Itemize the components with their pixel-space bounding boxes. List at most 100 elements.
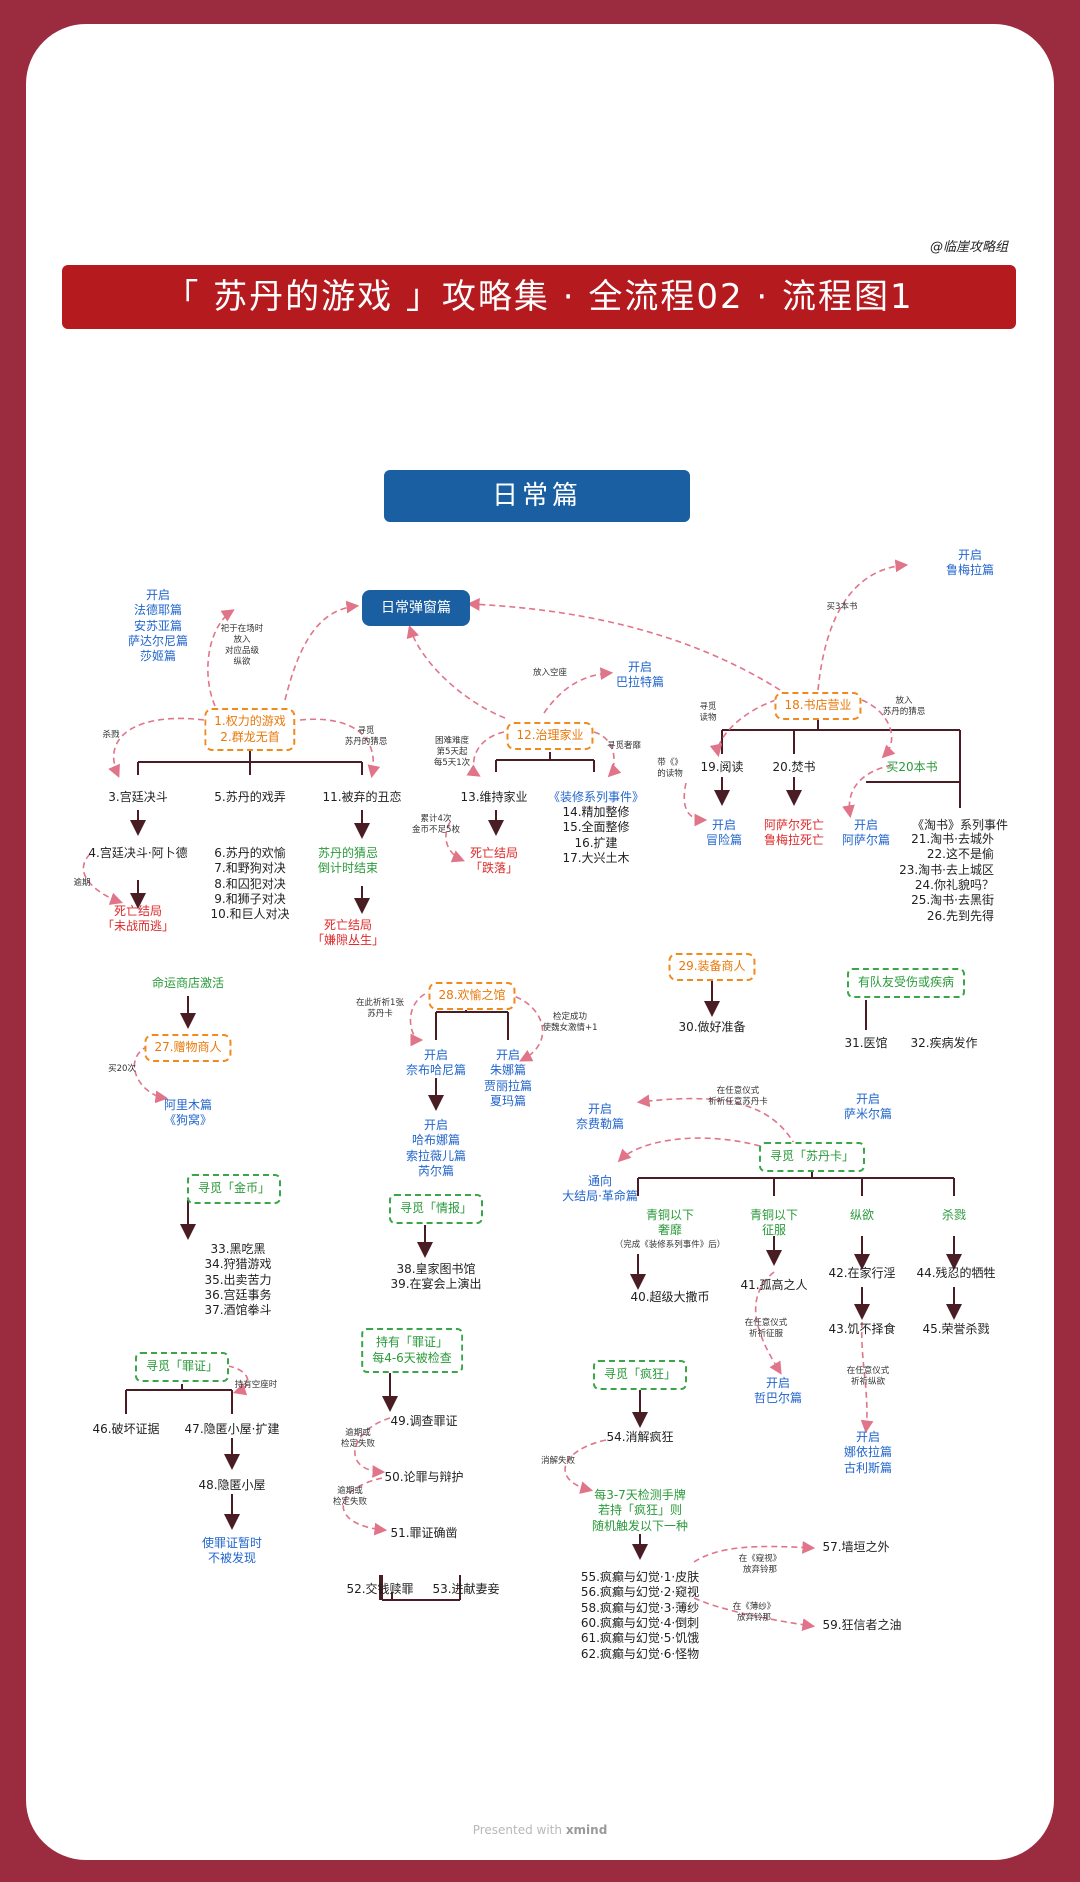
note-faction: 祀于在场时 放入 对应品级 纵欲 <box>220 624 264 668</box>
banner-title: 「 苏丹的游戏 」攻略集 · 全流程02 · 流程图1 <box>62 265 1016 329</box>
note-difficulty: 困难难度 第5天起 每5天1次 <box>433 736 471 769</box>
node-31: 31.医馆 <box>844 1036 888 1050</box>
node-42: 42.在家行淫 <box>828 1266 896 1280</box>
green-countdown: 苏丹的猜忌 倒计时结束 <box>317 846 379 876</box>
note-space: 放入空座 <box>532 668 568 678</box>
node-40: 40.超级大撒币 <box>630 1290 710 1304</box>
note-cumulative: 累计4次 金币不足5枚 <box>412 814 460 836</box>
seek-evidence-box: 寻觅「罪证」 <box>134 1352 230 1382</box>
note-dissolve-fail: 消解失败 <box>540 1456 576 1466</box>
note-seek-read: 寻觅 读物 <box>699 702 717 724</box>
fate-shop-label: 命运商店激活 <box>151 976 225 990</box>
node-32: 32.疾病发作 <box>910 1036 978 1050</box>
node-11: 11.被弃的丑恋 <box>322 790 402 804</box>
hold-evidence-box: 持有「罪证」 每4-6天被检查 <box>361 1328 463 1374</box>
open-balate-node: 开启 巴拉特篇 <box>615 660 665 690</box>
death-asar-node: 阿萨尔死亡 鲁梅拉死亡 <box>763 818 825 848</box>
note-fail2: 逾期或 检定失败 <box>332 1486 368 1508</box>
open-zhuna-node: 开启 朱娜篇 贾丽拉篇 夏玛篇 <box>483 1048 533 1109</box>
footer-credit: Presented with xmind <box>473 1823 608 1837</box>
node-51: 51.罪证确凿 <box>390 1526 458 1540</box>
death-mu-node: 死亡结局 「嫌隙丛生」 <box>311 918 385 948</box>
note-buy3: 买3本书 <box>826 602 858 612</box>
seek-gold-box: 寻觅「金币」 <box>186 1174 282 1204</box>
open-fatema-node: 开启 法德耶篇 安苏亚篇 萨达尔尼篇 莎姬篇 <box>127 588 189 664</box>
node-19: 19.阅读 <box>700 760 744 774</box>
injury-box: 有队友受伤或疾病 <box>846 968 966 998</box>
node-38-39: 38.皇家图书馆 39.在宴会上演出 <box>390 1262 482 1292</box>
green-madness-node: 每3-7天检测手牌 若持「疯狂」则 随机触发以下一种 <box>591 1488 689 1533</box>
seek-madness-box: 寻觅「疯狂」 <box>592 1360 688 1390</box>
node-47: 47.隐匿小屋·扩建 <box>184 1422 280 1436</box>
node-5: 5.苏丹的戏弄 <box>214 790 286 804</box>
note-gauze: 在《薄纱》 放弃铃那 <box>732 1602 776 1624</box>
decor-series-label: 《装修系列事件》 <box>547 790 645 804</box>
open-zhebaer-node: 开启 哲巴尔篇 <box>753 1376 803 1406</box>
seek-sudan-box: 寻觅「苏丹卡」 <box>758 1142 866 1172</box>
open-naifei-node: 开启 奈费勒篇 <box>575 1102 625 1132</box>
node-30: 30.做好准备 <box>678 1020 746 1034</box>
note-ritual-lust: 在任意仪式 祈祈纵欲 <box>846 1366 890 1388</box>
node-41: 41.孤高之人 <box>740 1278 808 1292</box>
open-hana-node: 开启 哈布娜篇 索拉薇儿篇 芮尔篇 <box>405 1118 467 1179</box>
green-hidden-node: 使罪证暂时 不被发现 <box>201 1536 263 1566</box>
open-meilala-node: 开启 鲁梅拉篇 <box>945 548 995 578</box>
joy-house-box: 28.欢愉之馆 <box>428 982 516 1010</box>
gift-merchant-box: 27.赠物商人 <box>144 1034 232 1062</box>
bookshop-box: 18.书店营业 <box>774 692 862 720</box>
death-fall-node: 死亡结局 「跌落」 <box>469 846 519 876</box>
seek-intel-box: 寻觅「情报」 <box>388 1194 484 1224</box>
open-naini-node: 开启 奈布哈尼篇 <box>405 1048 467 1078</box>
col-lust: 纵欲 <box>849 1208 875 1222</box>
note-overdue: 逾期 <box>73 878 91 888</box>
node-44: 44.残忍的牺牲 <box>916 1266 996 1280</box>
node-52: 52.交钱赎罪 <box>346 1582 414 1596</box>
footer-presented: Presented with <box>472 1823 566 1837</box>
content-card <box>26 24 1054 1860</box>
section-title: 日常篇 <box>384 470 690 522</box>
col-conquer: 青铜以下 征服 <box>749 1208 799 1238</box>
node-46: 46.破坏证据 <box>92 1422 160 1436</box>
node-21-26: 21.淘书·去城外 22.这不是偷 23.淘书·去上城区 24.你礼貌吗？ 25… <box>899 832 994 923</box>
note-seek-jealous: 寻觅 苏丹的猜忌 <box>344 726 388 748</box>
note-card1: 在此祈祈1张 苏丹卡 <box>356 998 404 1020</box>
open-asar-node: 开启 阿萨尔篇 <box>841 818 891 848</box>
note-peek: 在《窥视》 放弃铃那 <box>738 1554 782 1576</box>
node-54: 54.消解疯狂 <box>606 1430 674 1444</box>
note-check: 检定成功 使魏女激情+1 <box>542 1012 598 1034</box>
node-53: 53.进献妻妾 <box>432 1582 500 1596</box>
node-50: 50.论罪与辩护 <box>384 1470 464 1484</box>
node-55-62: 55.疯癫与幻觉·1·皮肤 56.疯癫与幻觉·2·窥视 58.疯癫与幻觉·3·薄… <box>580 1570 700 1661</box>
node-4: 4.宫廷决斗·阿卜德 <box>88 846 188 860</box>
note-seek-luxury: 寻觅奢靡 <box>606 741 642 751</box>
ending-revolution-node: 通向 大结局·革命篇 <box>562 1174 638 1204</box>
node-33-37: 33.黑吃黑 34.狩猎游戏 35.出卖苦力 36.宫廷事务 37.酒馆拳斗 <box>204 1242 272 1318</box>
manage-box: 12.治理家业 <box>506 722 594 750</box>
dashed-connectors <box>82 559 909 1631</box>
power-game-box: 1.权力的游戏 2.群龙无首 <box>204 708 296 752</box>
open-samier-node: 开启 萨米尔篇 <box>843 1092 893 1122</box>
node-20: 20.焚书 <box>772 760 816 774</box>
col-kill: 杀戮 <box>941 1208 967 1222</box>
note-ritual: 在任意仪式 祈祈任意苏丹卡 <box>708 1086 768 1108</box>
note-kill: 杀戮 <box>102 730 120 740</box>
node-13: 13.维持家业 <box>460 790 528 804</box>
taoshu-series-label: 《淘书》系列事件 <box>911 818 1009 832</box>
buy20-label: 买20本书 <box>886 760 938 774</box>
popup-node: 日常弹窗篇 <box>362 590 470 626</box>
credit-label: @临崖攻略组 <box>929 240 1008 255</box>
node-3: 3.宫廷决斗 <box>108 790 168 804</box>
node-49: 49.调查罪证 <box>390 1414 458 1428</box>
node-43: 43.饥不择食 <box>828 1322 896 1336</box>
note-buy20: 买20次 <box>108 1064 136 1074</box>
note-withbook: 带《》 的读物 <box>657 758 683 780</box>
node-14-17: 14.精加整修 15.全面整修 16.扩建 17.大兴土木 <box>562 805 630 866</box>
node-59: 59.狂信者之油 <box>822 1618 902 1632</box>
footer-brand: xmind <box>565 1823 608 1837</box>
equip-merchant-box: 29.装备商人 <box>668 953 756 981</box>
open-nayila-node: 开启 娜依拉篇 古利斯篇 <box>843 1430 893 1475</box>
col-luxury: 青铜以下 奢靡 <box>645 1208 695 1238</box>
note-fail1: 逾期或 检定失败 <box>340 1428 376 1450</box>
node-57: 57.墙垣之外 <box>822 1540 890 1554</box>
